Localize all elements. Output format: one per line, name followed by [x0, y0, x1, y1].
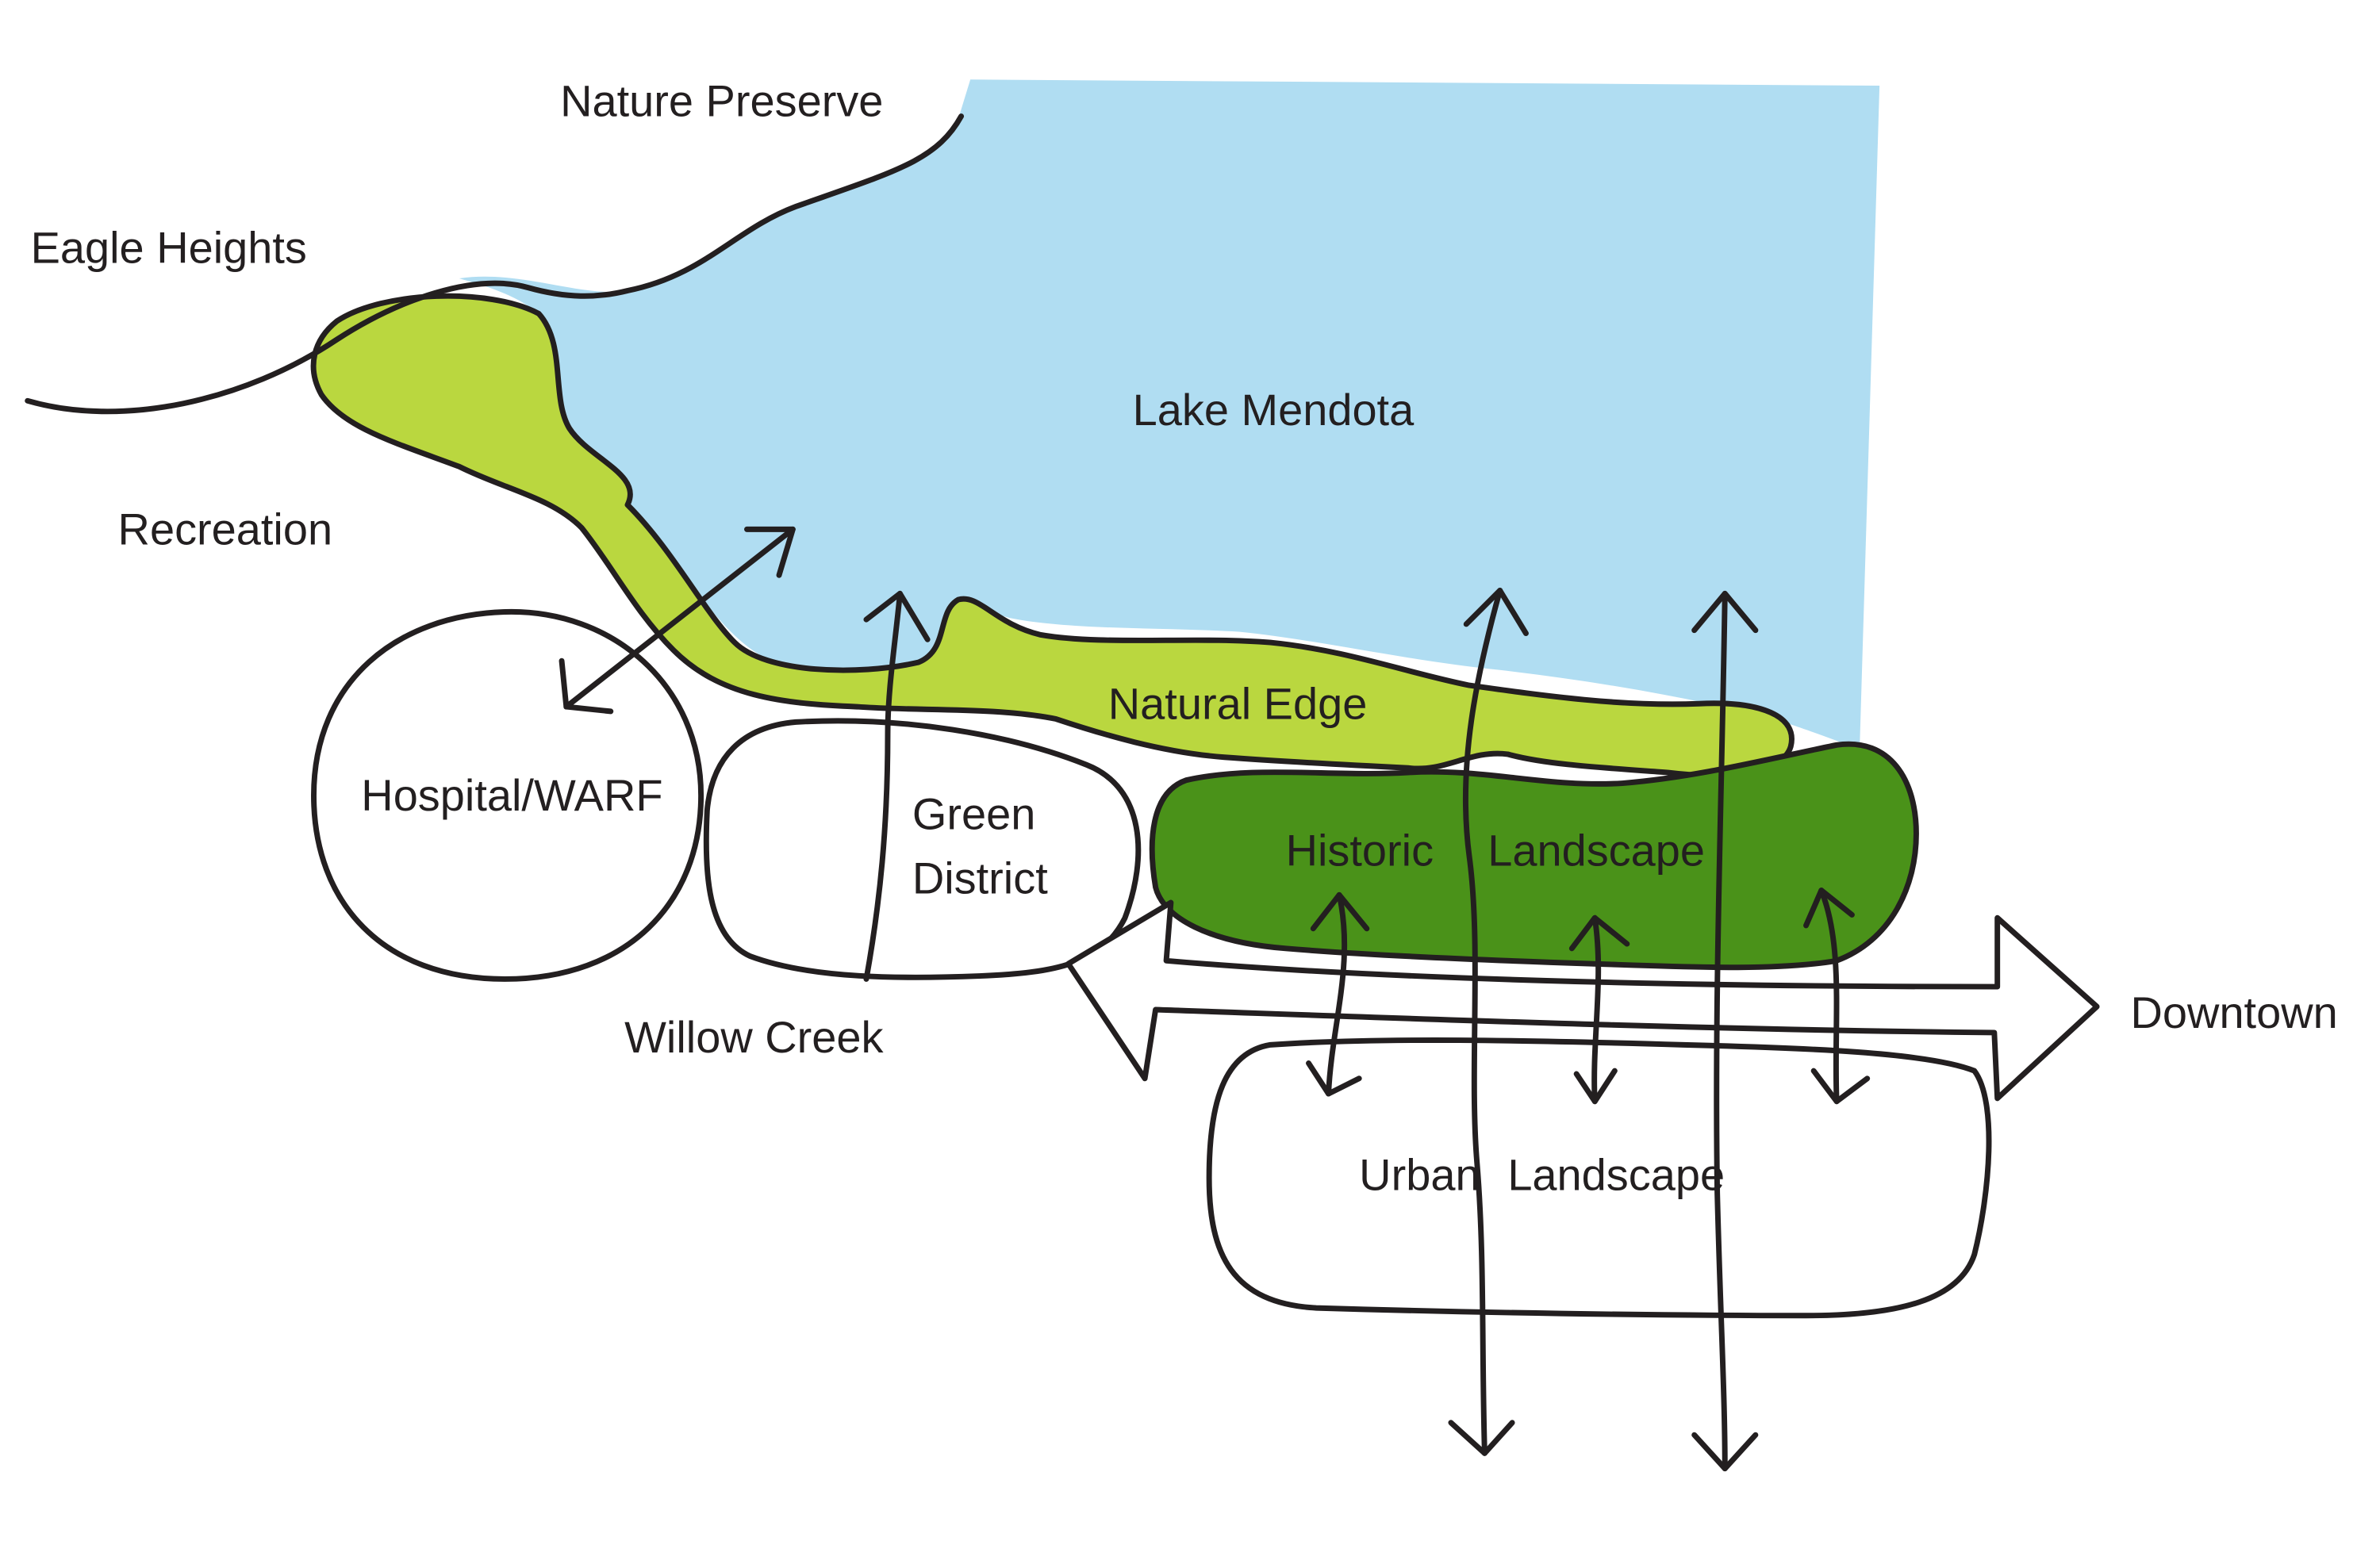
shoreline — [25, 113, 965, 415]
label-urban-landscape: Landscape — [1507, 1150, 1725, 1200]
label-green-district-line1: Green — [912, 788, 1035, 838]
historic-urban-arrow-3 — [1803, 888, 1871, 1105]
label-recreation: Recreation — [118, 504, 333, 554]
label-hospital-warf: Hospital/WARF — [361, 770, 662, 820]
historic-urban-arrow-2 — [1568, 914, 1630, 1105]
willow-creek-arrow — [863, 590, 931, 982]
label-historic: Historic — [1286, 826, 1434, 876]
hospital-lake-arrow — [559, 526, 796, 715]
label-downtown: Downtown — [2131, 987, 2338, 1037]
urban-landscape-area — [1206, 1037, 1992, 1319]
north-south-arrow-1 — [1448, 588, 1529, 1456]
label-urban: Urban — [1359, 1150, 1480, 1200]
downtown-corridor-arrow — [1065, 899, 2100, 1102]
north-south-arrow-2 — [1691, 590, 1759, 1472]
label-historic-landscape: Landscape — [1488, 826, 1705, 876]
hospital-warf-area — [311, 609, 704, 982]
label-green-district-line2: District — [912, 853, 1048, 903]
label-nature-preserve: Nature Preserve — [560, 76, 883, 126]
lake-mendota-area — [459, 79, 1880, 750]
label-willow-creek: Willow Creek — [624, 1012, 884, 1062]
green-district-area — [703, 718, 1142, 980]
label-natural-edge: Natural Edge — [1108, 679, 1368, 729]
label-lake-mendota: Lake Mendota — [1133, 385, 1415, 435]
natural-edge-area — [310, 293, 1795, 779]
historic-urban-arrow-1 — [1306, 891, 1370, 1097]
label-eagle-heights: Eagle Heights — [31, 223, 307, 273]
